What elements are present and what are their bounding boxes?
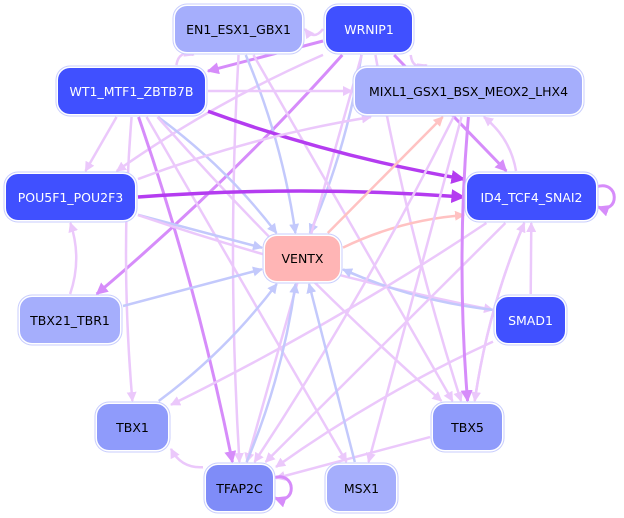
edge-id4_tcf4_snai2-to-tfap2c	[264, 222, 507, 463]
node-tbx1[interactable]: TBX1	[97, 404, 168, 450]
edge-mixl1_gsx1_bsx_meox2_lhx4-to-tfap2c	[253, 116, 455, 463]
edge-en1_esx1_gbx1-to-tbx5	[252, 54, 454, 402]
node-label: EN1_ESX1_GBX1	[186, 21, 291, 37]
edge-wrnip1-to-en1_esx1_gbx1	[304, 28, 324, 40]
edge-en1_esx1_gbx1-to-tfap2c	[231, 54, 244, 463]
edge-tfap2c-to-tfap2c	[272, 475, 293, 508]
edge-tbx1-to-ventx	[157, 283, 278, 403]
edge-en1_esx1_gbx1-to-ventx	[244, 54, 300, 234]
edge-ventx-to-id4_tcf4_snai2	[342, 210, 465, 249]
node-msx1[interactable]: MSX1	[327, 465, 396, 511]
node-label: MSX1	[343, 480, 380, 496]
edge-wt1_mtf1_zbtb7b-to-id4_tcf4_snai2	[207, 109, 466, 184]
node-label: TBX1	[116, 419, 149, 435]
node-tbx5[interactable]: TBX5	[433, 404, 502, 450]
node-en1_esx1_gbx1[interactable]: EN1_ESX1_GBX1	[175, 6, 302, 52]
node-wrnip1[interactable]: WRNIP1	[326, 6, 412, 52]
edge-id4_tcf4_snai2-to-id4_tcf4_snai2	[595, 184, 616, 217]
edge-tbx21_tbr1-to-ventx	[122, 266, 263, 308]
edge-tbx5-to-id4_tcf4_snai2	[473, 222, 526, 402]
node-label: TFAP2C	[216, 480, 263, 496]
edge-tfap2c-to-ventx	[245, 283, 300, 463]
node-ventx[interactable]: VENTX	[265, 236, 340, 281]
edge-wrnip1-to-pou5f1_pou2f3	[115, 53, 324, 173]
edge-msx1-to-ventx	[306, 283, 357, 463]
node-label: ID4_TCF4_SNAI2	[480, 189, 583, 205]
edges-layer	[68, 28, 616, 508]
node-label: MIXL1_GSX1_BSX_MEOX2_LHX4	[368, 83, 569, 99]
node-label: WT1_MTF1_ZBTB7B	[69, 83, 194, 99]
edge-tfap2c-to-tbx1	[169, 448, 204, 469]
edge-tbx21_tbr1-to-pou5f1_pou2f3	[68, 222, 78, 295]
node-label: VENTX	[281, 251, 324, 266]
edge-wrnip1-to-tbx21_tbr1	[95, 54, 344, 296]
edge-wt1_mtf1_zbtb7b-to-pou5f1_pou2f3	[84, 116, 118, 172]
edge-wt1_mtf1_zbtb7b-to-en1_esx1_gbx1	[175, 47, 195, 66]
node-label: TBX5	[451, 419, 484, 435]
edge-mixl1_gsx1_bsx_meox2_lhx4-to-tbx5	[460, 116, 473, 403]
edge-wrnip1-to-wt1_mtf1_zbtb7b	[206, 39, 324, 75]
edge-wt1_mtf1_zbtb7b-to-ventx	[157, 115, 278, 234]
edge-wrnip1-to-mixl1_gsx1_bsx_meox2_lhx4	[409, 54, 428, 73]
node-label: POU5F1_POU2F3	[17, 189, 124, 205]
node-smad1[interactable]: SMAD1	[496, 297, 565, 343]
edge-id4_tcf4_snai2-to-mixl1_gsx1_bsx_meox2_lhx4	[483, 116, 518, 172]
node-label: TBX21_TBR1	[30, 312, 110, 328]
node-id4_tcf4_snai2[interactable]: ID4_TCF4_SNAI2	[467, 174, 596, 220]
node-wt1_mtf1_zbtb7b[interactable]: WT1_MTF1_ZBTB7B	[58, 68, 205, 114]
edge-pou5f1_pou2f3-to-mixl1_gsx1_bsx_meox2_lhx4	[137, 113, 372, 181]
node-tfap2c[interactable]: TFAP2C	[206, 465, 273, 511]
node-tbx21_tbr1[interactable]: TBX21_TBR1	[20, 297, 120, 343]
edge-wt1_mtf1_zbtb7b-to-tbx1	[124, 116, 137, 402]
edge-mixl1_gsx1_bsx_meox2_lhx4-to-msx1	[366, 116, 463, 463]
node-label: SMAD1	[508, 312, 553, 328]
edge-smad1-to-ventx	[342, 268, 494, 312]
edge-smad1-to-id4_tcf4_snai2	[526, 222, 537, 295]
node-pou5f1_pou2f3[interactable]: POU5F1_POU2F3	[6, 174, 135, 220]
edge-wt1_mtf1_zbtb7b-to-msx1	[145, 116, 348, 463]
edge-ventx-to-mixl1_gsx1_bsx_meox2_lhx4	[326, 116, 444, 234]
edge-id4_tcf4_snai2-to-tbx1	[170, 221, 488, 406]
node-mixl1_gsx1_bsx_meox2_lhx4[interactable]: MIXL1_GSX1_BSX_MEOX2_LHX4	[355, 68, 582, 114]
node-label: WRNIP1	[344, 21, 394, 37]
edge-pou5f1_pou2f3-to-id4_tcf4_snai2	[137, 189, 466, 204]
